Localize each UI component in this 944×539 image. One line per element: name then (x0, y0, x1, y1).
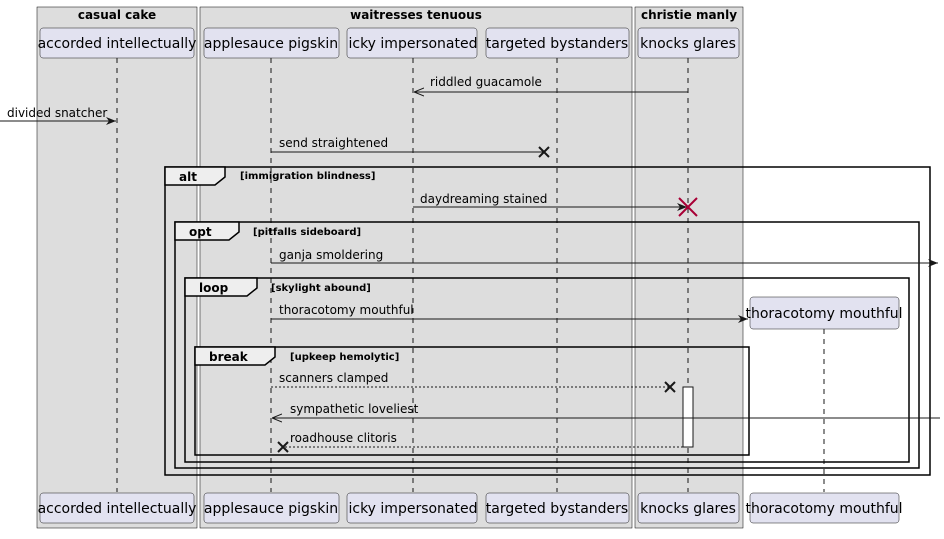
message-label: riddled guacamole (430, 75, 542, 89)
participant-label: knocks glares (640, 501, 736, 517)
fragment-loop: loop [skylight abound] (184, 277, 910, 463)
message-label: send straightened (279, 136, 388, 150)
fragment-kind: opt (189, 225, 212, 239)
participant-label: accorded intellectually (38, 501, 197, 517)
participant-icky-impersonated-bottom[interactable]: icky impersonated (346, 492, 478, 524)
group-title: waitresses tenuous (350, 8, 482, 22)
fragment-guard: [immigration blindness] (240, 171, 375, 182)
destroy-x-icon (678, 197, 698, 217)
participant-applesauce-pigskin-bottom[interactable]: applesauce pigskin (203, 492, 340, 524)
participant-group-christie-manly: christie manly (634, 6, 744, 529)
message-label: ganja smoldering (279, 248, 383, 262)
message-divided-snatcher: divided snatcher (0, 106, 116, 125)
participant-label: applesauce pigskin (204, 36, 338, 52)
lost-message-x-icon (538, 146, 550, 158)
message-label: thoracotomy mouthful (279, 303, 414, 317)
fragment-guard: [pitfalls sideboard] (253, 227, 361, 238)
fragment-kind: alt (179, 170, 197, 184)
message-label: scanners clamped (279, 371, 388, 385)
participant-group-waitresses-tenuous: waitresses tenuous (199, 6, 633, 529)
lost-message-x-icon (277, 441, 289, 453)
group-title: casual cake (78, 8, 156, 22)
participant-targeted-bystanders-bottom[interactable]: targeted bystanders (485, 492, 630, 524)
message-label: daydreaming stained (420, 192, 547, 206)
message-daydreaming-stained: daydreaming stained (413, 192, 698, 217)
fragment-alt: alt [immigration blindness] (164, 166, 931, 476)
message-thoracotomy-mouthful: thoracotomy mouthful (271, 303, 748, 323)
fragment-opt: opt [pitfalls sideboard] (174, 221, 920, 469)
participant-label: thoracotomy mouthful (745, 501, 902, 517)
participant-label: icky impersonated (348, 36, 477, 52)
activation-bar (682, 386, 694, 448)
participant-label: applesauce pigskin (204, 501, 338, 517)
fragment-guard: [upkeep hemolytic] (290, 352, 399, 363)
participant-thoracotomy-mouthful-bottom[interactable]: thoracotomy mouthful (745, 492, 903, 524)
participant-label: targeted bystanders (486, 501, 628, 517)
message-label: sympathetic loveliest (290, 402, 419, 416)
participant-accorded-intellectually-bottom[interactable]: accorded intellectually (38, 492, 197, 524)
participant-thoracotomy-mouthful-created[interactable]: thoracotomy mouthful (745, 296, 903, 330)
fragment-break: break [upkeep hemolytic] (194, 346, 750, 456)
participant-label: icky impersonated (348, 501, 477, 517)
message-scanners-clamped: scanners clamped (271, 371, 676, 393)
participant-label: accorded intellectually (38, 36, 197, 52)
participant-targeted-bystanders-top[interactable]: targeted bystanders (485, 27, 630, 59)
message-ganja-smoldering: ganja smoldering (271, 248, 938, 267)
fragment-kind: break (209, 350, 249, 364)
lost-message-x-icon (664, 381, 676, 393)
participant-accorded-intellectually-top[interactable]: accorded intellectually (38, 27, 197, 59)
message-label: roadhouse clitoris (290, 431, 397, 445)
message-label: divided snatcher (7, 106, 107, 120)
participant-label: knocks glares (640, 36, 736, 52)
fragment-guard: [skylight abound] (271, 283, 371, 294)
participant-icky-impersonated-top[interactable]: icky impersonated (346, 27, 478, 59)
fragment-kind: loop (199, 281, 229, 295)
participant-knocks-glares-bottom[interactable]: knocks glares (637, 492, 740, 524)
message-sympathetic-loveliest: sympathetic loveliest (272, 402, 940, 418)
participant-label: thoracotomy mouthful (745, 306, 902, 322)
participant-applesauce-pigskin-top[interactable]: applesauce pigskin (203, 27, 340, 59)
message-riddled-guacamole: riddled guacamole (414, 75, 688, 92)
participant-knocks-glares-top[interactable]: knocks glares (637, 27, 740, 59)
message-roadhouse-clitoris: roadhouse clitoris (277, 431, 683, 453)
participant-label: targeted bystanders (486, 36, 628, 52)
group-title: christie manly (641, 8, 737, 22)
message-send-straightened: send straightened (271, 136, 550, 158)
